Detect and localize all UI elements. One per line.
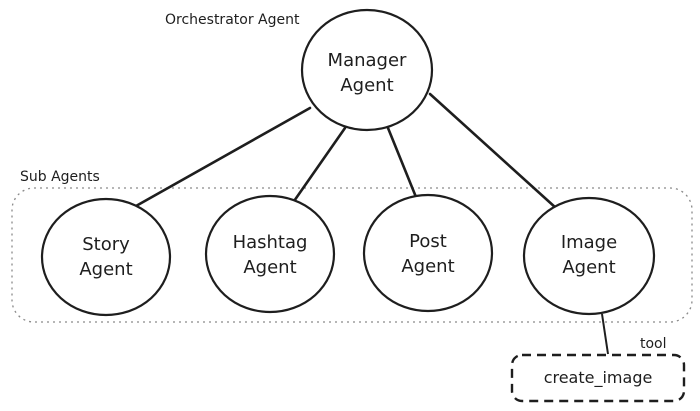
edge-manager-post <box>386 126 420 204</box>
image-agent-node: Image Agent <box>522 196 656 316</box>
post-agent-node: Post Agent <box>362 193 494 313</box>
post-agent-label-line2: Agent <box>401 256 454 277</box>
manager-agent-label-line2: Agent <box>340 75 393 96</box>
image-agent-label-line1: Image <box>561 232 617 253</box>
tool-node-create-image: create_image <box>510 353 686 403</box>
tool-annotation: tool <box>640 336 667 352</box>
hashtag-agent-node: Hashtag Agent <box>204 194 336 314</box>
sub-agents-annotation: Sub Agents <box>20 169 100 185</box>
subagents-group-box <box>11 187 693 323</box>
hashtag-agent-label-line1: Hashtag <box>233 232 308 253</box>
edge-manager-hashtag <box>290 126 347 206</box>
edge-manager-story <box>134 106 312 208</box>
story-agent-label-line1: Story <box>82 234 130 255</box>
manager-agent-label-line1: Manager <box>328 50 407 71</box>
story-agent-label-line2: Agent <box>79 259 132 280</box>
edge-image-tool <box>601 313 609 355</box>
image-agent-label-line2: Agent <box>562 257 615 278</box>
post-agent-label-line1: Post <box>409 231 447 252</box>
hashtag-agent-label-line2: Agent <box>243 257 296 278</box>
orchestrator-agent-annotation: Orchestrator Agent <box>165 12 300 28</box>
tool-name-label: create_image <box>544 368 653 388</box>
edge-manager-image <box>428 92 558 210</box>
manager-agent-node: Manager Agent <box>300 8 434 132</box>
story-agent-node: Story Agent <box>40 197 172 317</box>
